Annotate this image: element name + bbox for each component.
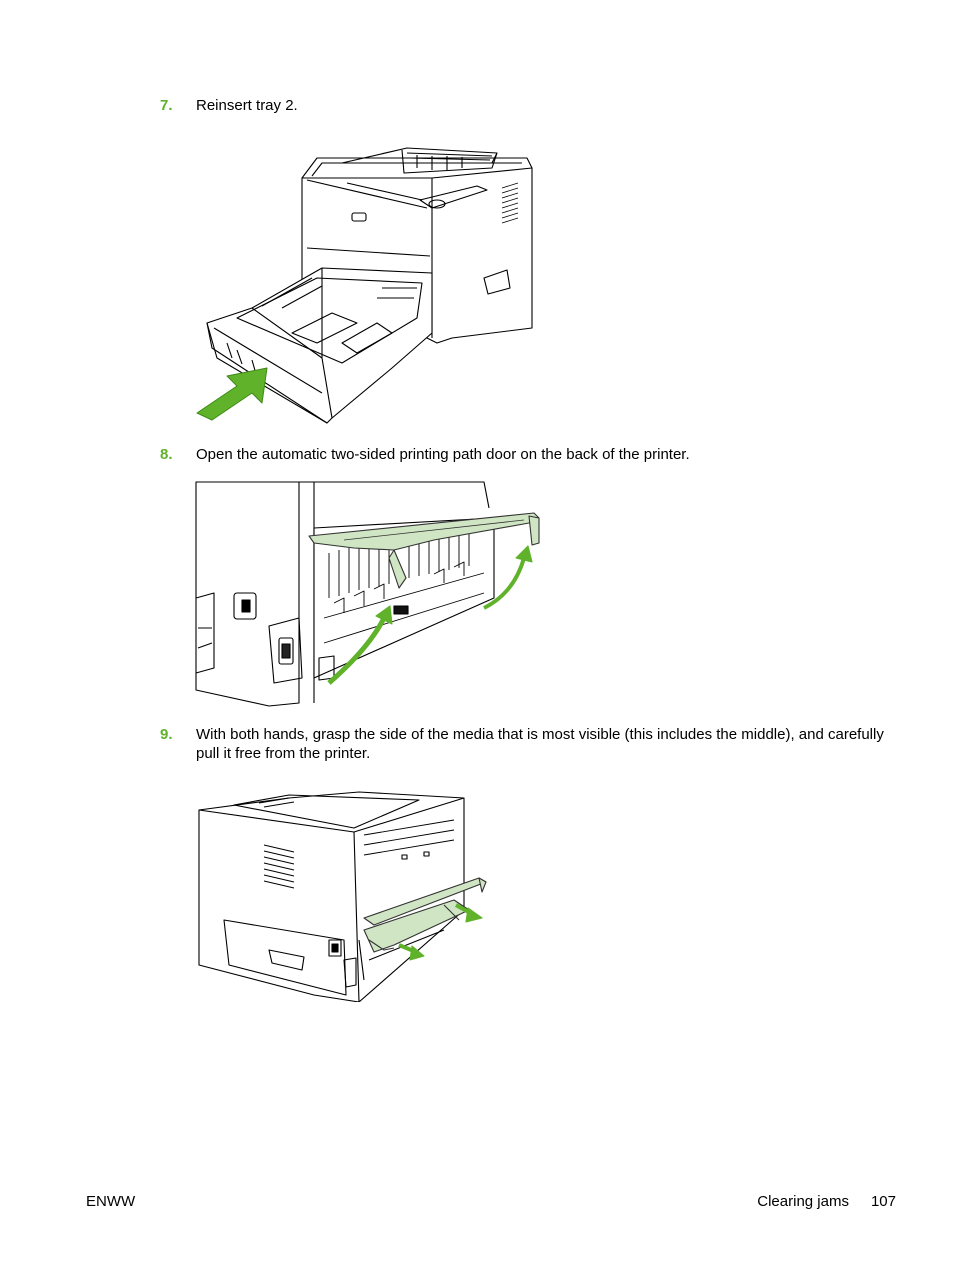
printer-pull-media-illustration: [194, 790, 494, 1003]
step-text: Reinsert tray 2.: [196, 97, 298, 114]
step-text: With both hands, grasp the side of the m…: [196, 726, 884, 762]
step-text: Open the automatic two-sided printing pa…: [196, 446, 690, 463]
step-number: 8.: [160, 446, 173, 463]
footer-section-page: Clearing jams 107: [757, 1193, 896, 1210]
printer-tray-illustration: [192, 128, 537, 428]
step-number: 9.: [160, 726, 173, 743]
step-number: 7.: [160, 97, 173, 114]
footer-section: Clearing jams: [757, 1193, 849, 1210]
footer-page-number: 107: [870, 1193, 896, 1210]
footer-publisher: ENWW: [86, 1193, 136, 1210]
printer-back-door-illustration: [194, 478, 546, 708]
